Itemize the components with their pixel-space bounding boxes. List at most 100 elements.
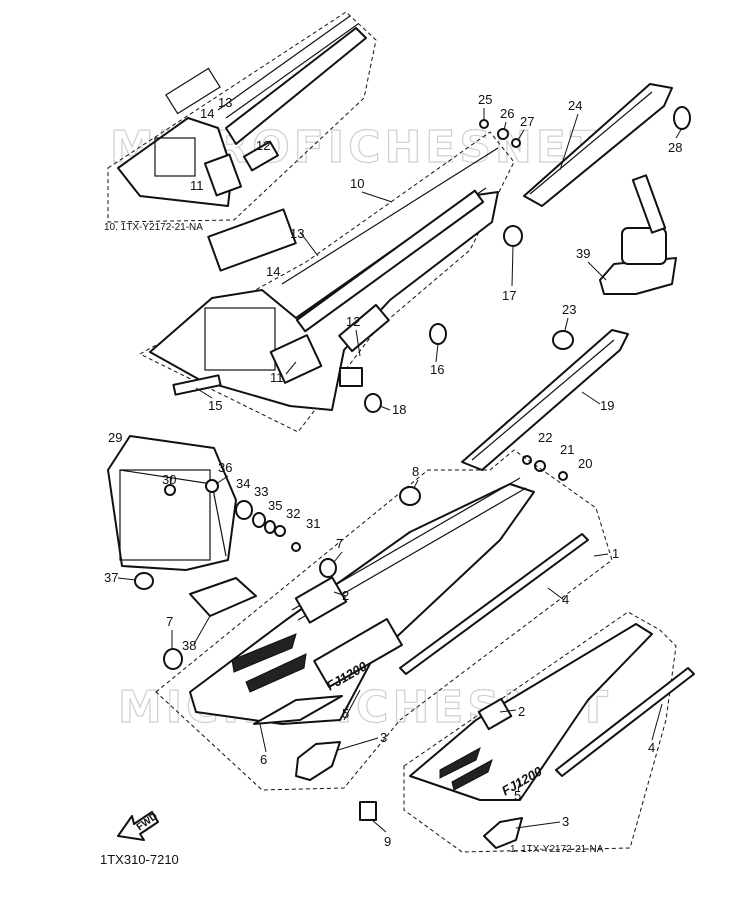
callout-34: 34 [236, 476, 250, 491]
fastener-set [205, 479, 301, 552]
callout-11b: 11 [270, 370, 284, 385]
fwd-arrow-icon: FWD [117, 811, 160, 841]
callout-22: 22 [538, 430, 552, 445]
callout-30: 30 [162, 472, 176, 487]
callout-36: 36 [218, 460, 232, 475]
collar-21 [534, 460, 546, 472]
main-side-cover: FJ1200 [155, 449, 613, 791]
callout-13b: 13 [290, 226, 304, 241]
callout-2b: 2 [518, 704, 525, 719]
plate-38 [189, 577, 257, 617]
callout-28: 28 [668, 140, 682, 155]
bracket-39 [599, 174, 677, 295]
callout-5a: 5 [342, 706, 349, 721]
callout-5b: 5 [514, 788, 521, 803]
washer-35 [264, 520, 276, 534]
upper-subassembly: 10. 1TX-Y2172-21-NA [104, 11, 377, 233]
callout-17: 17 [502, 288, 516, 303]
callout-14a: 14 [200, 106, 214, 121]
callout-3a: 3 [380, 730, 387, 745]
upper-part-12 [243, 140, 279, 172]
battery-box-29 [107, 435, 237, 571]
lower-subassembly-note: 1. 1TX-Y2172-21-NA [510, 844, 604, 855]
grommet-7a [319, 558, 337, 578]
grommet-28 [673, 106, 691, 130]
grommet-17 [503, 225, 523, 247]
grommet-16 [429, 323, 447, 345]
lower-subassembly: FJ1200 1. 1TX-Y2172-21-NA [403, 611, 695, 855]
leader-lines [117, 108, 683, 833]
grommet-23 [552, 330, 574, 350]
callout-35: 35 [268, 498, 282, 513]
callout-21: 21 [560, 442, 574, 457]
upper-part-11 [203, 153, 243, 197]
upper-grille [154, 137, 196, 177]
callout-15: 15 [208, 398, 222, 413]
callout-27: 27 [520, 114, 534, 129]
callouts: 13 14 12 11 25 26 27 24 28 10 13 14 17 3… [104, 92, 682, 849]
callout-12b: 12 [346, 314, 360, 329]
middle-part-11 [269, 334, 323, 384]
lower-strip-4 [555, 667, 695, 777]
callout-9: 9 [384, 834, 391, 849]
damper-34 [235, 500, 253, 520]
callout-24: 24 [568, 98, 582, 113]
callout-16: 16 [430, 362, 444, 377]
callout-14b: 14 [266, 264, 280, 279]
callout-8: 8 [412, 464, 419, 479]
bolt-31 [291, 542, 301, 552]
callout-31: 31 [306, 516, 320, 531]
upper-subassembly-note: 10. 1TX-Y2172-21-NA [104, 222, 203, 233]
collar-33 [252, 512, 266, 528]
emblem-2a [294, 576, 348, 624]
rail-19 [461, 329, 629, 471]
nut-32 [274, 525, 286, 537]
upper-emblem-14 [165, 67, 221, 115]
callout-33: 33 [254, 484, 268, 499]
middle-emblem-14 [207, 208, 297, 272]
grommet-18 [364, 393, 382, 413]
strip-6 [253, 695, 343, 725]
washer-27 [511, 138, 521, 148]
middle-strip-15 [172, 374, 222, 396]
callout-10: 10 [350, 176, 364, 191]
strip-4 [399, 533, 589, 675]
grommet-9 [359, 801, 377, 821]
callout-6: 6 [260, 752, 267, 767]
callout-3b: 3 [562, 814, 569, 829]
callout-1: 1 [612, 546, 619, 561]
middle-cover-assembly [138, 131, 515, 433]
callout-4b: 4 [648, 740, 655, 755]
callout-7a: 7 [336, 536, 343, 551]
grommet-small [339, 367, 363, 387]
callout-19: 19 [600, 398, 614, 413]
emblem-2b [477, 697, 513, 731]
callout-25: 25 [478, 92, 492, 107]
callout-29: 29 [108, 430, 122, 445]
callout-4a: 4 [562, 592, 569, 607]
callout-11a: 11 [190, 178, 204, 193]
callout-23: 23 [562, 302, 576, 317]
callout-20: 20 [578, 456, 592, 471]
callout-18: 18 [392, 402, 406, 417]
cover-vent-left [231, 633, 297, 673]
callout-32: 32 [286, 506, 300, 521]
badge-fj1200-a [313, 618, 403, 688]
panel-3b [483, 817, 523, 849]
callout-12a: 12 [256, 138, 270, 153]
middle-trim-13 [295, 189, 485, 333]
middle-grille [204, 307, 276, 371]
panel-3a [295, 741, 341, 781]
grommet-36 [205, 479, 219, 493]
figure-code: 1TX310-7210 [100, 852, 179, 867]
screw-25 [479, 119, 489, 129]
grommet-37 [134, 572, 154, 590]
callout-39: 39 [576, 246, 590, 261]
rail-24 [523, 83, 673, 207]
callout-26: 26 [500, 106, 514, 121]
grommet-8 [399, 486, 421, 506]
callout-7b: 7 [166, 614, 173, 629]
collar-26 [497, 128, 509, 140]
callout-38: 38 [182, 638, 196, 653]
